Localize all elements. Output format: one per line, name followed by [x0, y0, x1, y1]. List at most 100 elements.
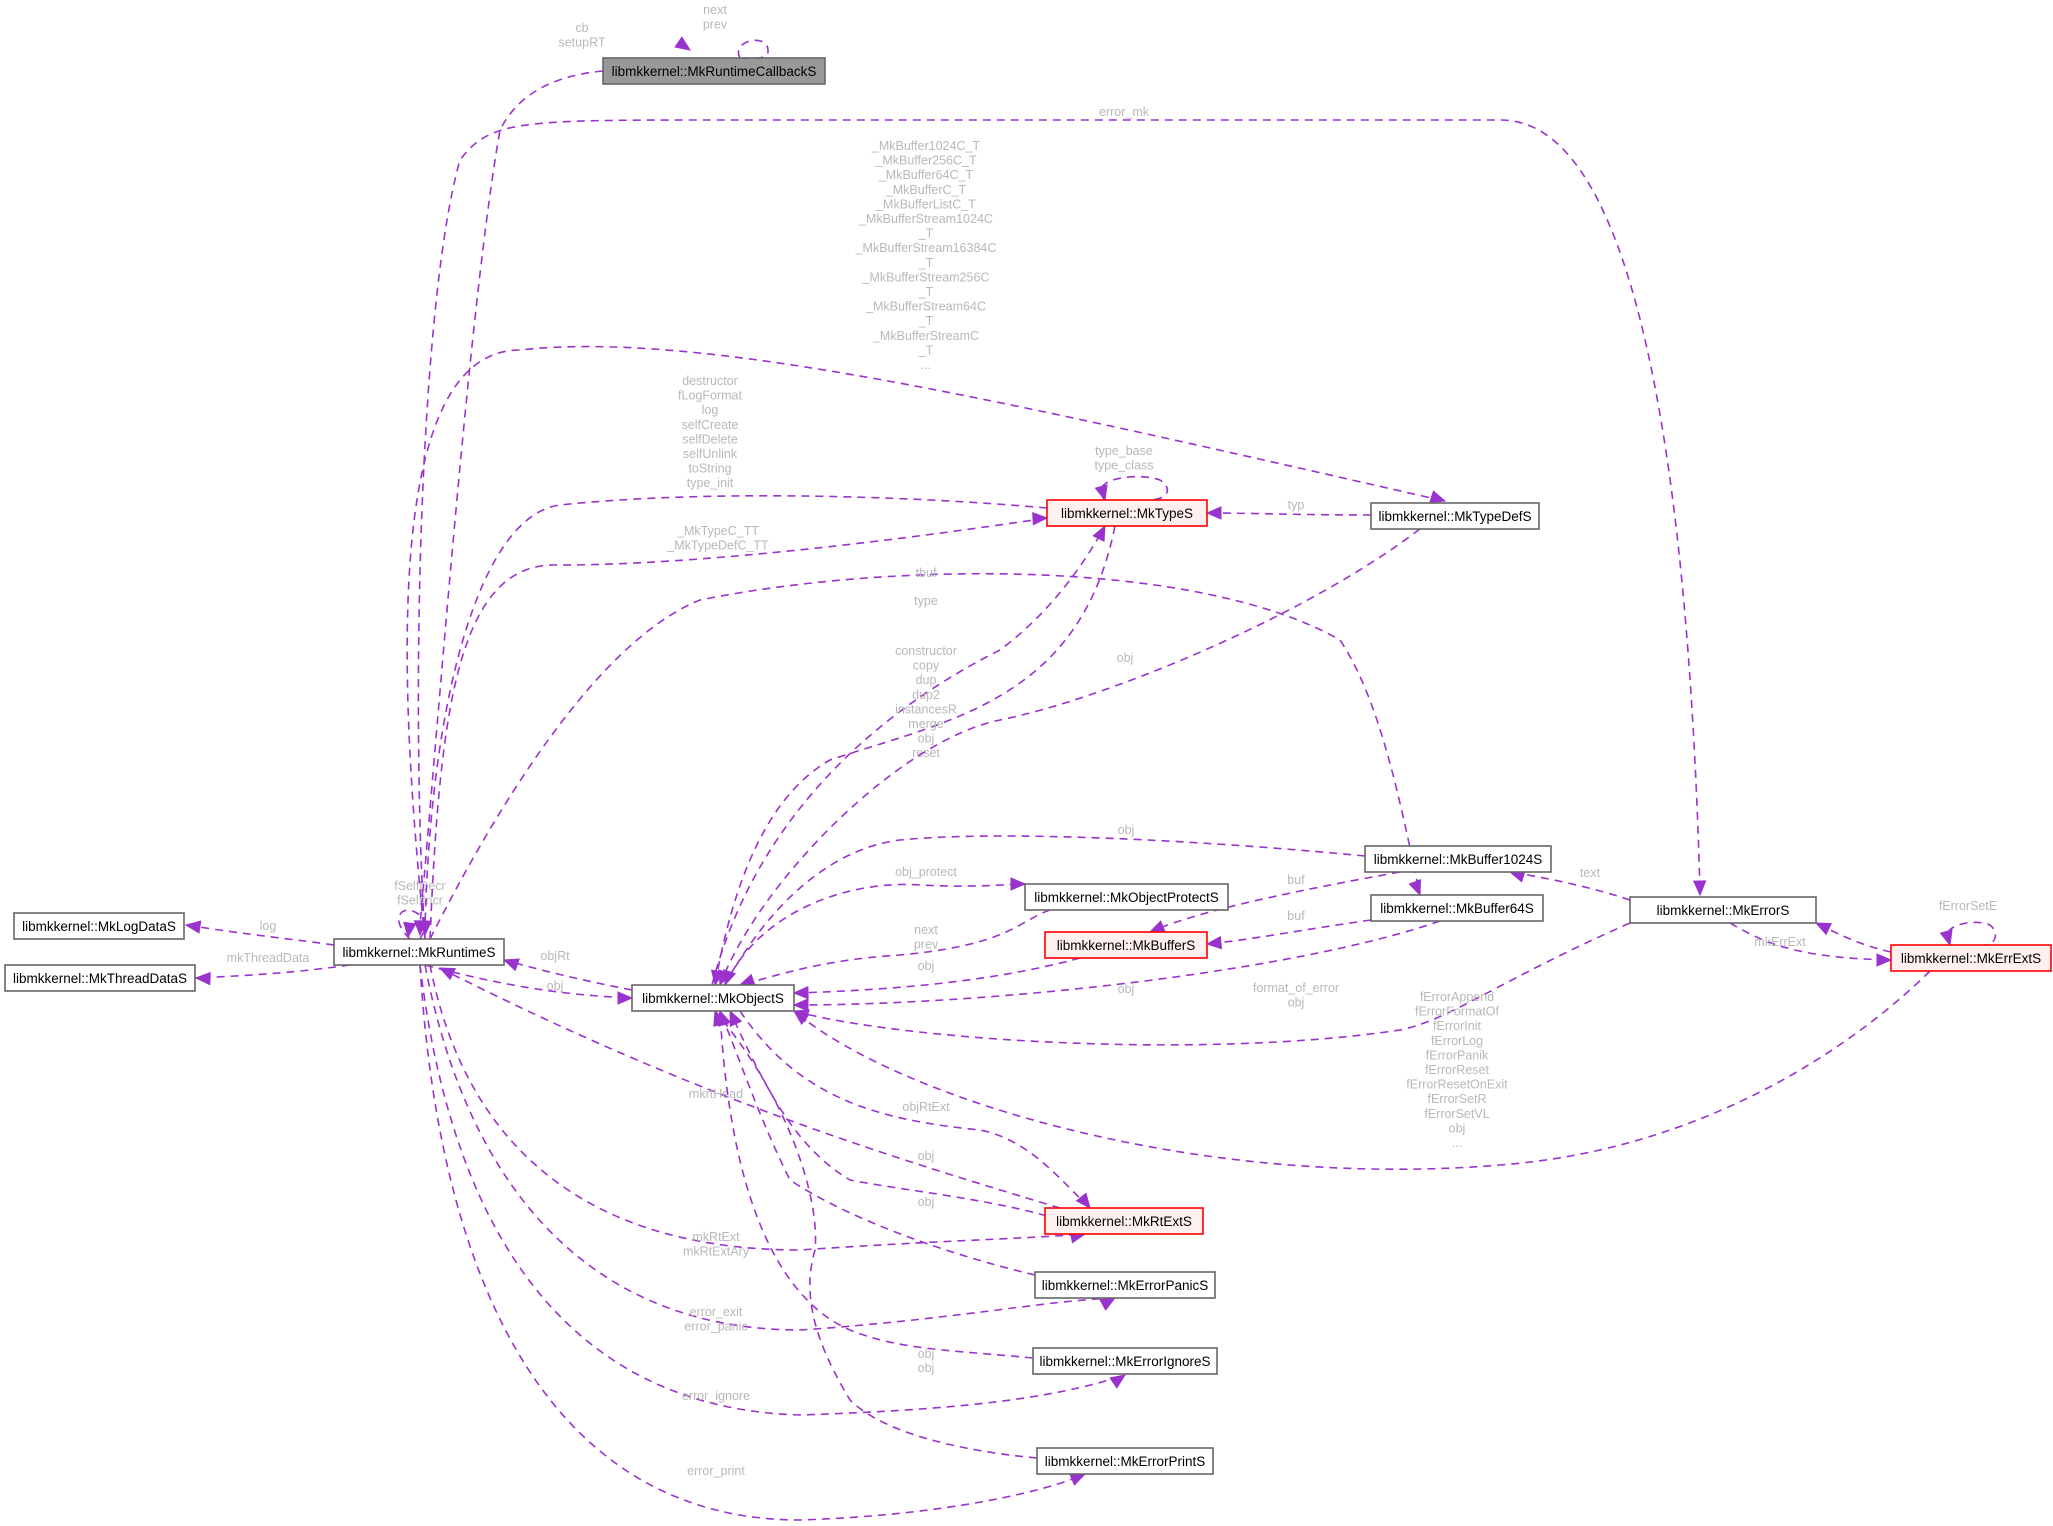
node-runtime[interactable]: libmkkernel::MkRuntimeS — [333, 938, 505, 966]
edge-errext-to-errext: fErrorSetE — [1939, 899, 1997, 947]
edge-runtime-to-type: _MkTypeC_TT_MkTypeDefC_TT — [429, 511, 1049, 940]
node-box[interactable] — [1032, 1347, 1218, 1375]
edge-type-to-object: constructorcopydupdup2instancesRmergeobj… — [710, 525, 1116, 987]
node-objprotect[interactable]: libmkkernel::MkObjectProtectS — [1024, 883, 1229, 911]
edge-runtime-to-object: obj — [424, 964, 634, 1005]
node-box[interactable] — [333, 938, 505, 966]
node-box[interactable] — [1046, 499, 1208, 527]
node-errprint[interactable]: libmkkernel::MkErrorPrintS — [1036, 1447, 1214, 1475]
node-box[interactable] — [1364, 845, 1552, 873]
edge-label: cb — [575, 21, 588, 35]
node-box[interactable] — [1370, 502, 1540, 530]
node-logdata[interactable]: libmkkernel::MkLogDataS — [13, 912, 185, 940]
node-type[interactable]: libmkkernel::MkTypeS — [1046, 499, 1208, 527]
node-threaddata[interactable]: libmkkernel::MkThreadDataS — [4, 964, 196, 992]
edge-label: _MkBufferStream16384C — [855, 241, 997, 255]
edge-label: obj — [918, 732, 935, 746]
node-box[interactable] — [1890, 944, 2052, 972]
node-errpanic[interactable]: libmkkernel::MkErrorPanicS — [1034, 1271, 1216, 1299]
edge-label: mkRtExtAry — [683, 1245, 750, 1259]
node-box[interactable] — [1044, 931, 1208, 959]
edge-label: fErrorSetE — [1939, 899, 1997, 913]
node-box[interactable] — [4, 964, 196, 992]
edge-label: next — [914, 923, 938, 937]
edge-label: log — [260, 919, 277, 933]
edge-label: obj — [918, 1361, 935, 1375]
edge-line — [195, 964, 351, 979]
edge-errignore-to-object: obj — [715, 1009, 1034, 1375]
edge-label: fErrorFormatOf — [1415, 1005, 1500, 1019]
edge-label: obj — [918, 1149, 935, 1163]
edge-label: obj — [1288, 996, 1305, 1010]
node-errext[interactable]: libmkkernel::MkErrExtS — [1890, 944, 2052, 972]
edge-label: mkRtExt — [692, 1230, 740, 1244]
nodes-layer: libmkkernel::MkRuntimeCallbackSlibmkkern… — [4, 57, 2052, 1475]
edge-typedef-to-object: obj — [718, 528, 1421, 987]
node-label: libmkkernel::MkErrorPrintS — [1045, 1454, 1206, 1469]
node-buffer64[interactable]: libmkkernel::MkBuffer64S — [1370, 894, 1544, 922]
edge-label: setupRT — [558, 36, 605, 50]
node-error[interactable]: libmkkernel::MkErrorS — [1629, 896, 1817, 924]
edge-line — [419, 964, 1086, 1521]
node-box[interactable] — [1034, 1271, 1216, 1299]
node-box[interactable] — [1370, 894, 1544, 922]
edge-type-to-runtime: destructorfLogFormatlogselfCreateselfDel… — [418, 374, 1048, 937]
edge-buffer64-to-buffer: buf — [1205, 909, 1372, 950]
edge-label: _MkBuffer1024C_T — [871, 139, 981, 153]
node-label: libmkkernel::MkRuntimeS — [342, 945, 495, 960]
edge-label: _MkBuffer256C_T — [874, 154, 977, 168]
arrowhead-icon — [418, 920, 433, 937]
edge-label: _MkTypeC_TT — [676, 524, 759, 538]
edge-label: selfCreate — [682, 418, 739, 432]
edge-label: fErrorAppend — [1420, 990, 1494, 1004]
node-buffer1024[interactable]: libmkkernel::MkBuffer1024S — [1364, 845, 1552, 873]
edge-label: fErrorPanik — [1426, 1048, 1489, 1062]
node-box[interactable] — [602, 57, 826, 85]
node-errignore[interactable]: libmkkernel::MkErrorIgnoreS — [1032, 1347, 1218, 1375]
edge-label: obj — [918, 1195, 935, 1209]
edge-object-to-objprotect: obj_protect — [724, 865, 1027, 986]
edge-label: toString — [688, 462, 731, 476]
node-label: libmkkernel::MkObjectS — [642, 991, 784, 1006]
edge-label: format_of_error — [1253, 981, 1339, 995]
node-box[interactable] — [1036, 1447, 1214, 1475]
edge-line — [793, 920, 1441, 1006]
edge-line — [724, 835, 1366, 986]
edge-label: _MkBufferStreamC — [872, 329, 979, 343]
node-label: libmkkernel::MkErrExtS — [1901, 951, 2041, 966]
edge-line — [185, 924, 335, 946]
node-box[interactable] — [1024, 883, 1229, 911]
edge-line — [398, 909, 426, 940]
edge-line — [719, 1010, 1034, 1359]
node-rtext[interactable]: libmkkernel::MkRtExtS — [1044, 1207, 1204, 1235]
node-box[interactable] — [1044, 1207, 1204, 1235]
edge-label: type_init — [687, 476, 734, 490]
edge-label: fLogFormat — [678, 389, 742, 403]
node-buffer[interactable]: libmkkernel::MkBufferS — [1044, 931, 1208, 959]
edge-label: error_mk — [1099, 105, 1150, 119]
edge-label: obj_protect — [895, 865, 957, 879]
edge-line — [1206, 919, 1372, 945]
node-box[interactable] — [13, 912, 185, 940]
edge-label: copy — [913, 659, 940, 673]
node-callback[interactable]: libmkkernel::MkRuntimeCallbackS — [602, 57, 826, 85]
arrowhead-icon — [194, 971, 211, 986]
edge-line — [503, 959, 633, 991]
node-box[interactable] — [1629, 896, 1817, 924]
edge-label: obj — [918, 1347, 935, 1361]
node-object[interactable]: libmkkernel::MkObjectS — [631, 984, 795, 1012]
edge-runtime-to-errignore: error_ignore — [419, 964, 1127, 1416]
arrowhead-icon — [1075, 1192, 1091, 1209]
node-typedef[interactable]: libmkkernel::MkTypeDefS — [1370, 502, 1540, 530]
edge-buffer1024-to-buffer: buf — [1148, 871, 1401, 933]
edge-line — [714, 1010, 1038, 1459]
edge-line — [1149, 871, 1401, 933]
node-label: libmkkernel::MkRtExtS — [1056, 1214, 1192, 1229]
edge-line — [719, 528, 1421, 986]
node-box[interactable] — [631, 984, 795, 1012]
edge-runtime-to-errprint: error_print — [419, 964, 1087, 1521]
